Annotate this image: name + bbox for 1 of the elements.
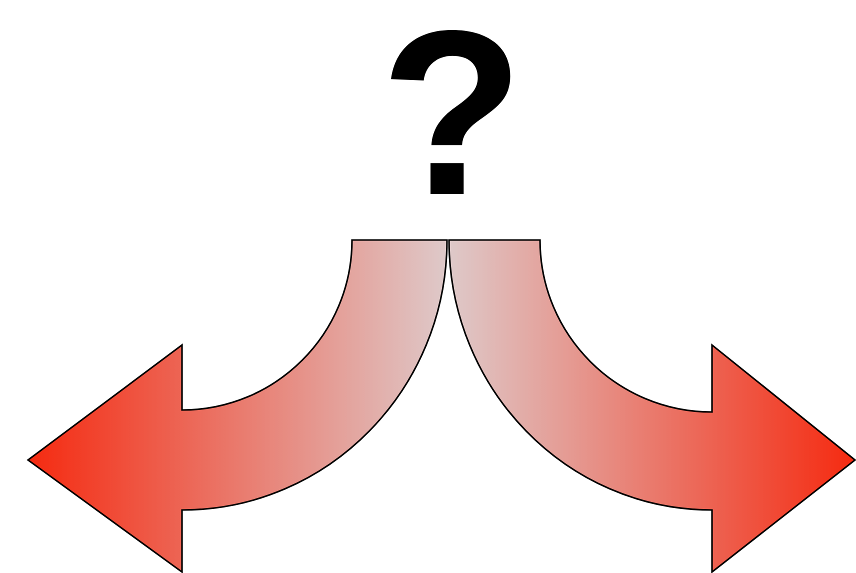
question-mark: ? [391,30,510,194]
